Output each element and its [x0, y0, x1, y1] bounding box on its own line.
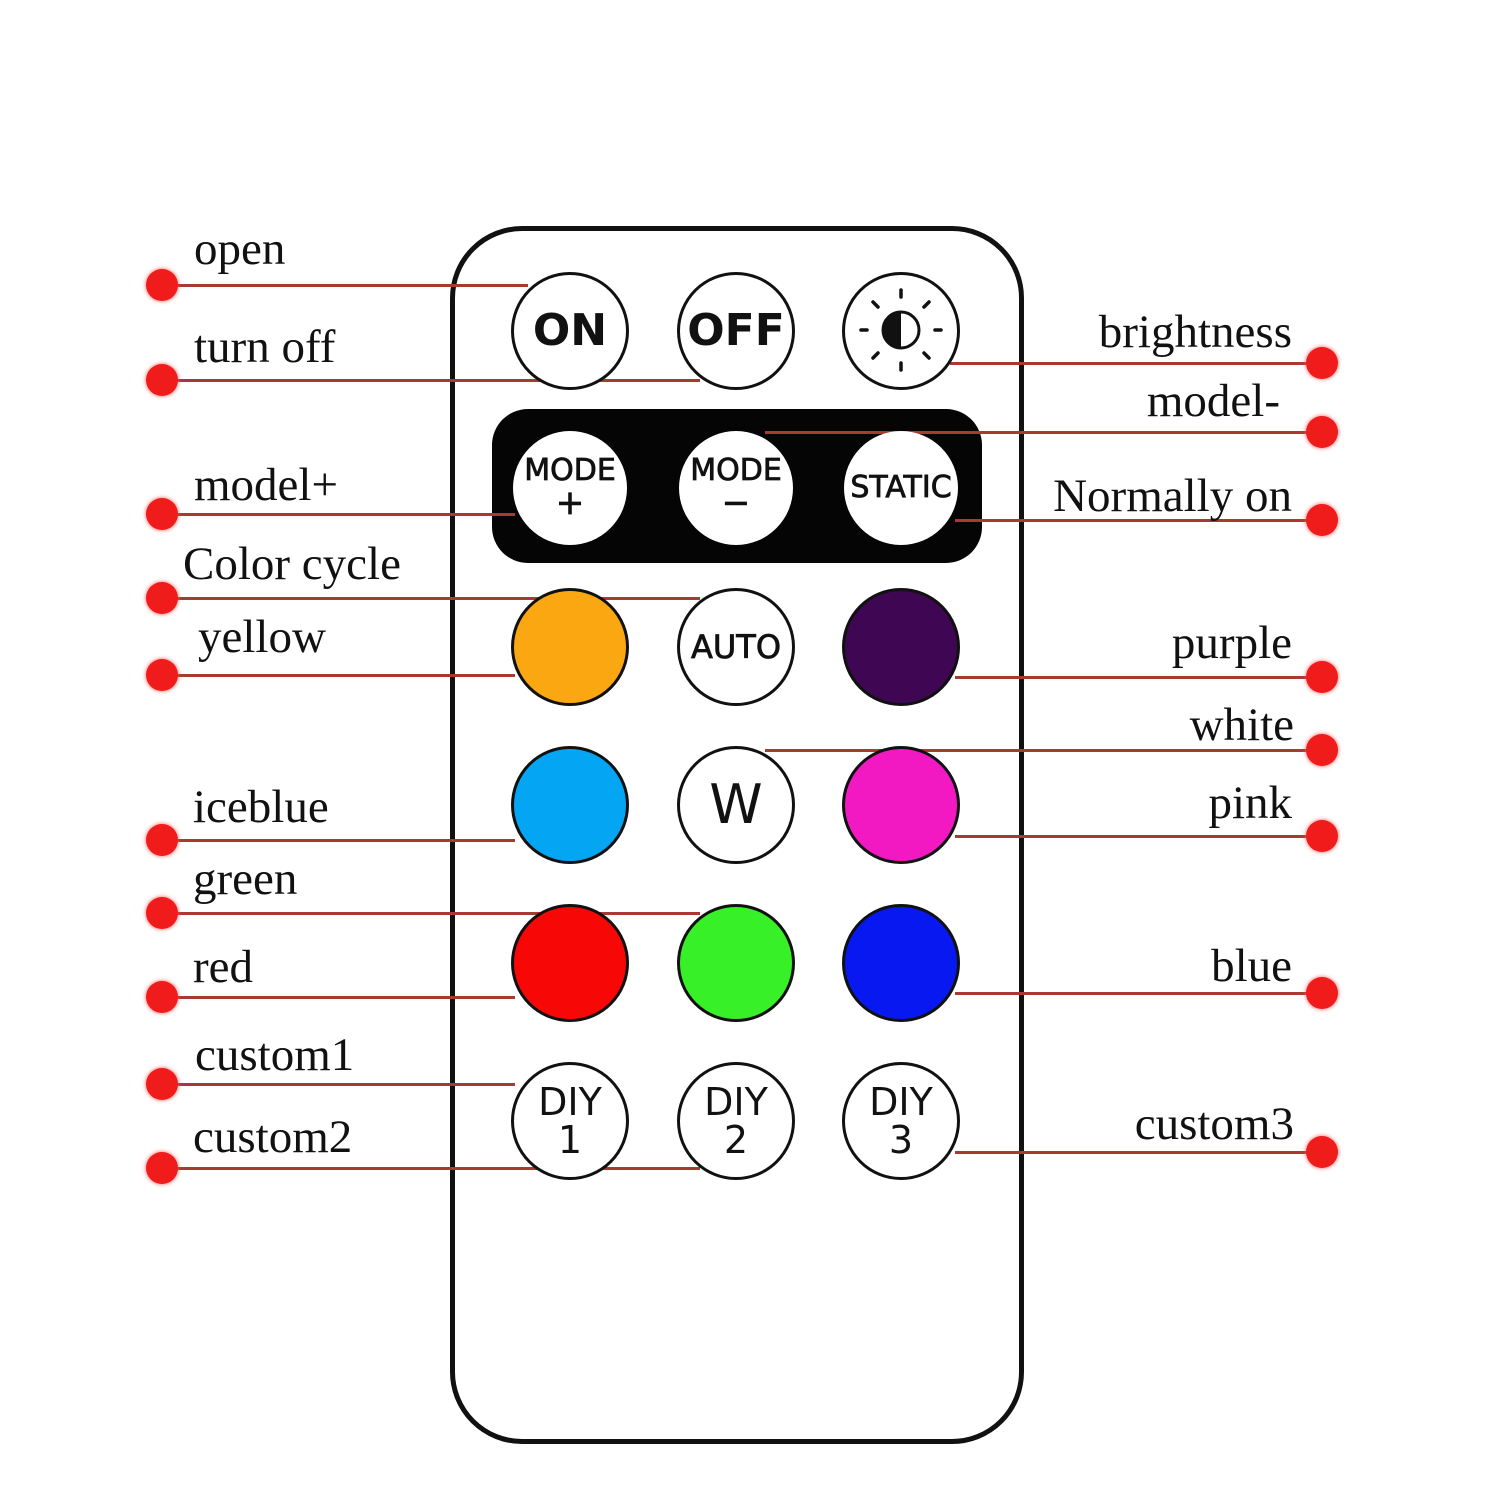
leader-line-custom1 [162, 1083, 515, 1086]
brightness-icon [851, 280, 951, 383]
button-purple[interactable] [842, 588, 960, 706]
label-purple: purple [1171, 617, 1292, 669]
leader-line-red [162, 996, 515, 999]
marker-dot-iceblue [146, 824, 178, 856]
leader-line-custom3 [955, 1151, 1322, 1154]
leader-line-custom2 [162, 1167, 700, 1170]
leader-line-model-plus [162, 513, 515, 516]
label-model-minus: model- [1146, 375, 1280, 427]
label-green: green [193, 853, 298, 905]
marker-dot-brightness [1306, 347, 1338, 379]
marker-dot-model-minus [1306, 416, 1338, 448]
button-diy3-text: 3 [888, 1118, 914, 1162]
marker-dot-red [146, 981, 178, 1013]
marker-dot-model-plus [146, 498, 178, 530]
leader-line-iceblue [162, 839, 515, 842]
button-mode-minus[interactable]: MODE− [679, 431, 793, 545]
button-white-text: W [709, 773, 763, 836]
button-diy2-text: DIY [704, 1080, 768, 1124]
marker-dot-turn-off [146, 364, 178, 396]
leader-line-blue [955, 992, 1322, 995]
button-mode-minus-text: MODE [690, 453, 782, 488]
button-yellow[interactable] [511, 588, 629, 706]
label-custom1: custom1 [195, 1029, 355, 1081]
marker-dot-purple [1306, 661, 1338, 693]
marker-dot-normally-on [1306, 504, 1338, 536]
label-color-cycle: Color cycle [183, 538, 401, 590]
marker-dot-custom2 [146, 1152, 178, 1184]
leader-line-yellow [162, 674, 515, 677]
marker-dot-color-cycle [146, 582, 178, 614]
button-pink[interactable] [842, 746, 960, 864]
button-diy3-text: DIY [869, 1080, 933, 1124]
leader-line-white [765, 749, 1322, 752]
marker-dot-custom3 [1306, 1136, 1338, 1168]
button-mode-plus[interactable]: MODE+ [513, 431, 627, 545]
leader-line-open [162, 284, 528, 287]
button-iceblue[interactable] [511, 746, 629, 864]
label-custom2: custom2 [193, 1111, 353, 1163]
button-green[interactable] [677, 904, 795, 1022]
marker-dot-blue [1306, 977, 1338, 1009]
marker-dot-yellow [146, 659, 178, 691]
marker-dot-pink [1306, 820, 1338, 852]
button-off-text: OFF [687, 305, 785, 356]
label-white: white [1189, 699, 1294, 751]
button-red[interactable] [511, 904, 629, 1022]
label-open: open [194, 223, 286, 275]
label-turn-off: turn off [194, 321, 336, 373]
leader-line-brightness [950, 362, 1322, 365]
leader-line-turn-off [162, 379, 700, 382]
button-on-text: ON [532, 305, 608, 356]
button-mode-plus-text: MODE [524, 453, 616, 488]
marker-dot-white [1306, 734, 1338, 766]
label-yellow: yellow [198, 611, 326, 663]
leader-line-green [162, 912, 700, 915]
leader-line-normally-on [955, 519, 1322, 522]
leader-line-purple [955, 676, 1322, 679]
label-iceblue: iceblue [193, 781, 329, 833]
leader-line-color-cycle [162, 597, 700, 600]
label-custom3: custom3 [1134, 1098, 1294, 1150]
button-diy1-text: 1 [557, 1118, 583, 1162]
button-diy1-text: DIY [538, 1080, 602, 1124]
marker-dot-open [146, 269, 178, 301]
label-model-plus: model+ [194, 459, 338, 511]
leader-line-model-minus [765, 431, 1322, 434]
label-blue: blue [1211, 940, 1292, 992]
label-normally-on: Normally on [1053, 470, 1292, 522]
button-blue[interactable] [842, 904, 960, 1022]
button-static[interactable]: STATIC [844, 431, 958, 545]
leader-line-pink [955, 835, 1322, 838]
button-mode-minus-text: − [721, 483, 751, 523]
marker-dot-green [146, 897, 178, 929]
button-auto[interactable]: AUTO [677, 588, 795, 706]
marker-dot-custom1 [146, 1068, 178, 1100]
label-pink: pink [1208, 777, 1292, 829]
button-off[interactable]: OFF [677, 272, 795, 390]
button-white[interactable]: W [677, 746, 795, 864]
button-mode-plus-text: + [555, 483, 585, 523]
button-brightness[interactable] [842, 272, 960, 390]
label-red: red [193, 941, 254, 993]
label-brightness: brightness [1098, 306, 1292, 358]
button-static-text: STATIC [850, 470, 952, 505]
button-diy2-text: 2 [723, 1118, 749, 1162]
button-auto-text: AUTO [690, 628, 782, 666]
button-on[interactable]: ON [511, 272, 629, 390]
